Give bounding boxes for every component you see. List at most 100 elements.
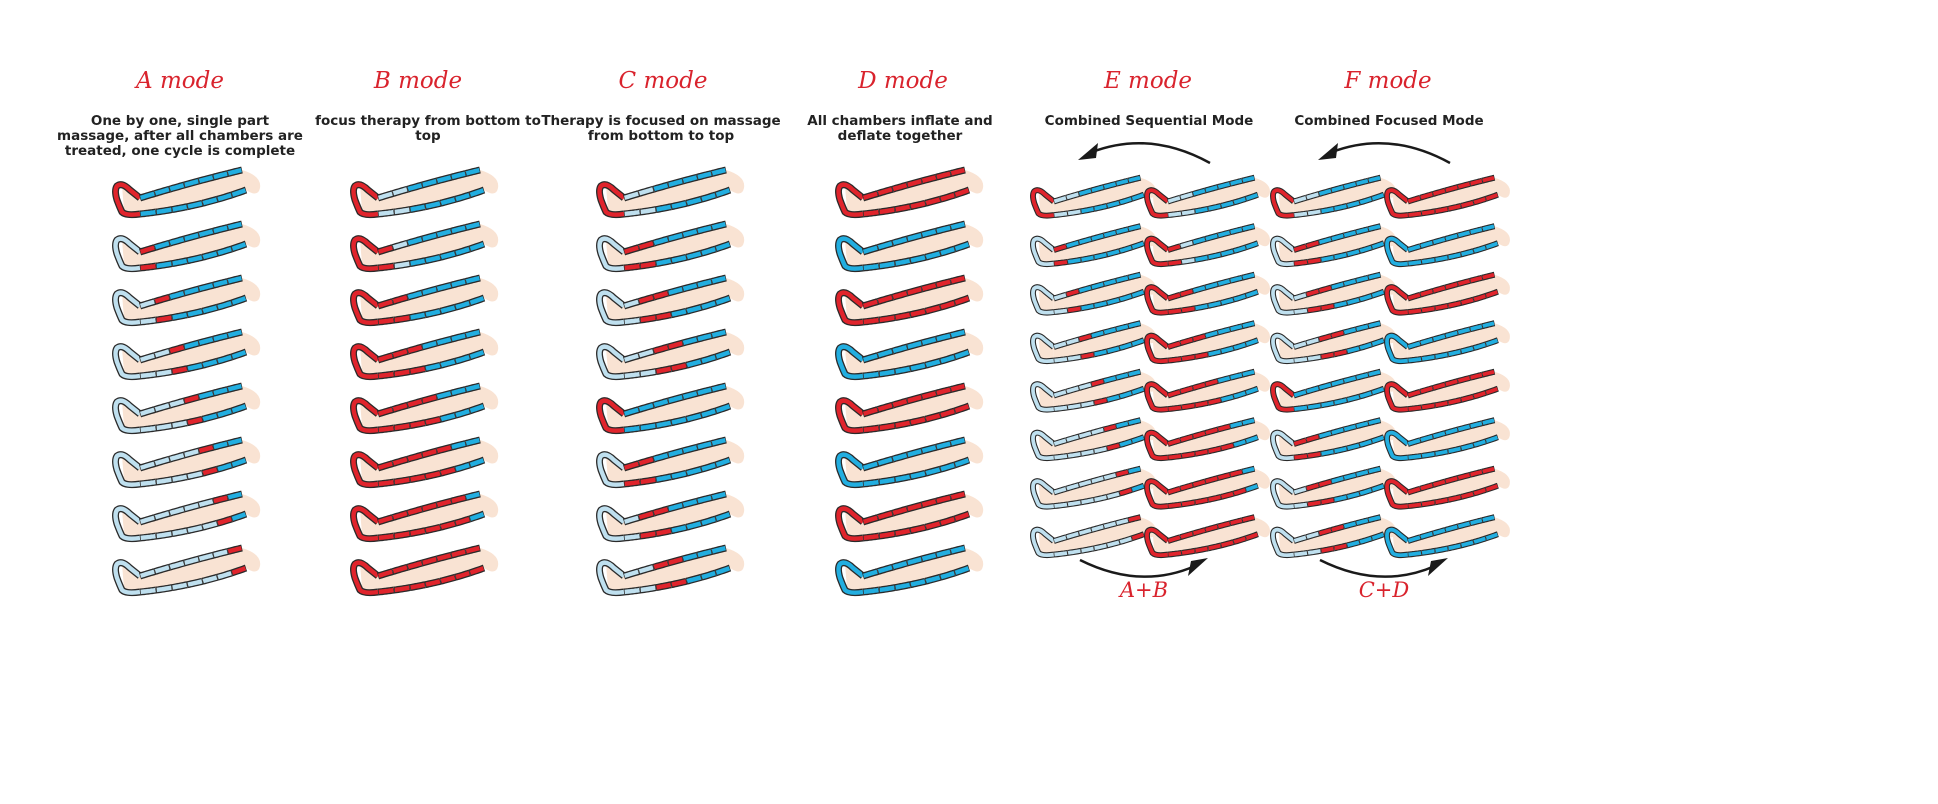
- chamber-top-2: [154, 403, 170, 412]
- leg-f-col1-row8: [1270, 514, 1396, 559]
- f-mode-bottom-arrow-icon: [1319, 558, 1448, 578]
- chamber-bottom-4: [1208, 252, 1221, 260]
- chamber-top-5: [921, 445, 937, 453]
- chamber-bottom-7: [469, 566, 485, 575]
- chamber-top-3: [1192, 479, 1206, 487]
- leg-d-col1-row4: [835, 328, 984, 381]
- chamber-bottom-2: [1421, 306, 1435, 313]
- chamber-top-6: [1356, 373, 1369, 380]
- leg-e-col2-row7: [1144, 465, 1270, 510]
- chamber-top-5: [1457, 230, 1471, 238]
- chamber-top-5: [198, 445, 214, 453]
- foot-skin: [1152, 191, 1168, 216]
- chamber-bottom-2: [640, 423, 656, 431]
- chamber-top-6: [697, 225, 712, 234]
- chamber-top-4: [1445, 379, 1458, 387]
- chamber-bottom-2: [1067, 403, 1081, 410]
- foot-chamber: [836, 182, 865, 217]
- foot-chamber: [1271, 285, 1295, 315]
- chamber-top-7: [1128, 272, 1141, 280]
- chamber-top-5: [1457, 376, 1471, 383]
- chamber-bottom-7: [231, 296, 247, 305]
- chamber-bottom-6: [1119, 488, 1132, 496]
- leg-skin: [1053, 468, 1156, 507]
- foot-chamber: [597, 398, 626, 433]
- foot-chamber: [597, 506, 626, 541]
- leg-skin: [624, 494, 745, 538]
- foot-skin: [1278, 191, 1294, 216]
- chamber-bottom-4: [671, 471, 687, 479]
- chamber-bottom-7: [1371, 484, 1385, 492]
- chamber-bottom-2: [1307, 209, 1321, 216]
- chamber-top-5: [1217, 376, 1231, 383]
- chamber-top-3: [653, 453, 669, 462]
- chamber-bottom-5: [202, 413, 218, 422]
- foot-skin: [606, 456, 624, 484]
- leg-skin: [1293, 177, 1396, 216]
- chamber-top-3: [653, 291, 669, 300]
- chamber-top-6: [936, 225, 951, 234]
- chamber-bottom-4: [910, 471, 926, 479]
- chamber-bottom-7: [715, 512, 731, 521]
- chamber-top-3: [169, 291, 185, 300]
- chamber-bottom-7: [1485, 290, 1499, 298]
- chamber-top-6: [697, 171, 712, 180]
- chamber-top-2: [1180, 386, 1193, 394]
- leg-f-col1-row4: [1270, 320, 1396, 365]
- chamber-bottom-1: [1054, 454, 1068, 460]
- chamber-top-2: [1306, 434, 1319, 442]
- chamber-top-6: [697, 441, 712, 450]
- chamber-top-6: [697, 387, 712, 396]
- foot-skin: [1278, 336, 1294, 361]
- chamber-top-4: [907, 179, 922, 187]
- leg-skin: [378, 494, 499, 538]
- chamber-top-1: [623, 191, 639, 200]
- chamber-top-6: [1470, 421, 1483, 428]
- chamber-top-5: [1103, 473, 1117, 480]
- chamber-bottom-4: [1448, 446, 1461, 454]
- chamber-top-3: [653, 399, 669, 408]
- chamber-top-7: [1482, 321, 1495, 328]
- chamber-top-2: [1420, 434, 1433, 442]
- chamber-top-6: [1116, 421, 1129, 428]
- foot-chamber: [597, 344, 626, 379]
- foot-skin: [845, 240, 863, 268]
- foot-chamber: [351, 290, 380, 325]
- leg-skin: [140, 224, 261, 268]
- chamber-bottom-7: [1371, 387, 1385, 395]
- chamber-top-4: [184, 179, 199, 187]
- chamber-top-2: [1306, 192, 1319, 200]
- chamber-top-7: [950, 437, 965, 446]
- leg-skin: [863, 224, 984, 268]
- chamber-top-3: [407, 183, 423, 192]
- chamber-bottom-3: [410, 204, 426, 212]
- d-mode-title: D mode: [858, 68, 948, 94]
- chamber-bottom-3: [1081, 546, 1094, 553]
- chamber-bottom-2: [1307, 500, 1321, 507]
- chamber-top-1: [862, 245, 878, 254]
- chamber-bottom-1: [624, 425, 640, 433]
- chamber-top-6: [1356, 276, 1369, 283]
- chamber-bottom-2: [640, 261, 656, 269]
- chamber-bottom-3: [1081, 255, 1094, 262]
- chamber-top-7: [465, 545, 480, 554]
- chamber-bottom-5: [925, 197, 941, 206]
- chamber-bottom-2: [1181, 355, 1195, 361]
- chamber-top-6: [1230, 276, 1243, 283]
- chamber-bottom-2: [156, 261, 172, 269]
- chamber-top-6: [1356, 470, 1369, 477]
- chamber-top-6: [1470, 179, 1483, 186]
- chamber-top-1: [862, 515, 878, 524]
- chamber-top-3: [1192, 528, 1206, 536]
- chamber-bottom-2: [1307, 306, 1321, 313]
- leg-skin: [1293, 420, 1396, 458]
- chamber-top-1: [1407, 438, 1421, 446]
- chamber-bottom-2: [640, 531, 656, 539]
- chamber-top-3: [169, 183, 185, 192]
- foot-chamber: [836, 452, 865, 487]
- chamber-bottom-3: [410, 582, 426, 590]
- foot-chamber: [836, 344, 865, 379]
- chamber-bottom-5: [1346, 297, 1360, 305]
- chamber-top-1: [139, 569, 155, 578]
